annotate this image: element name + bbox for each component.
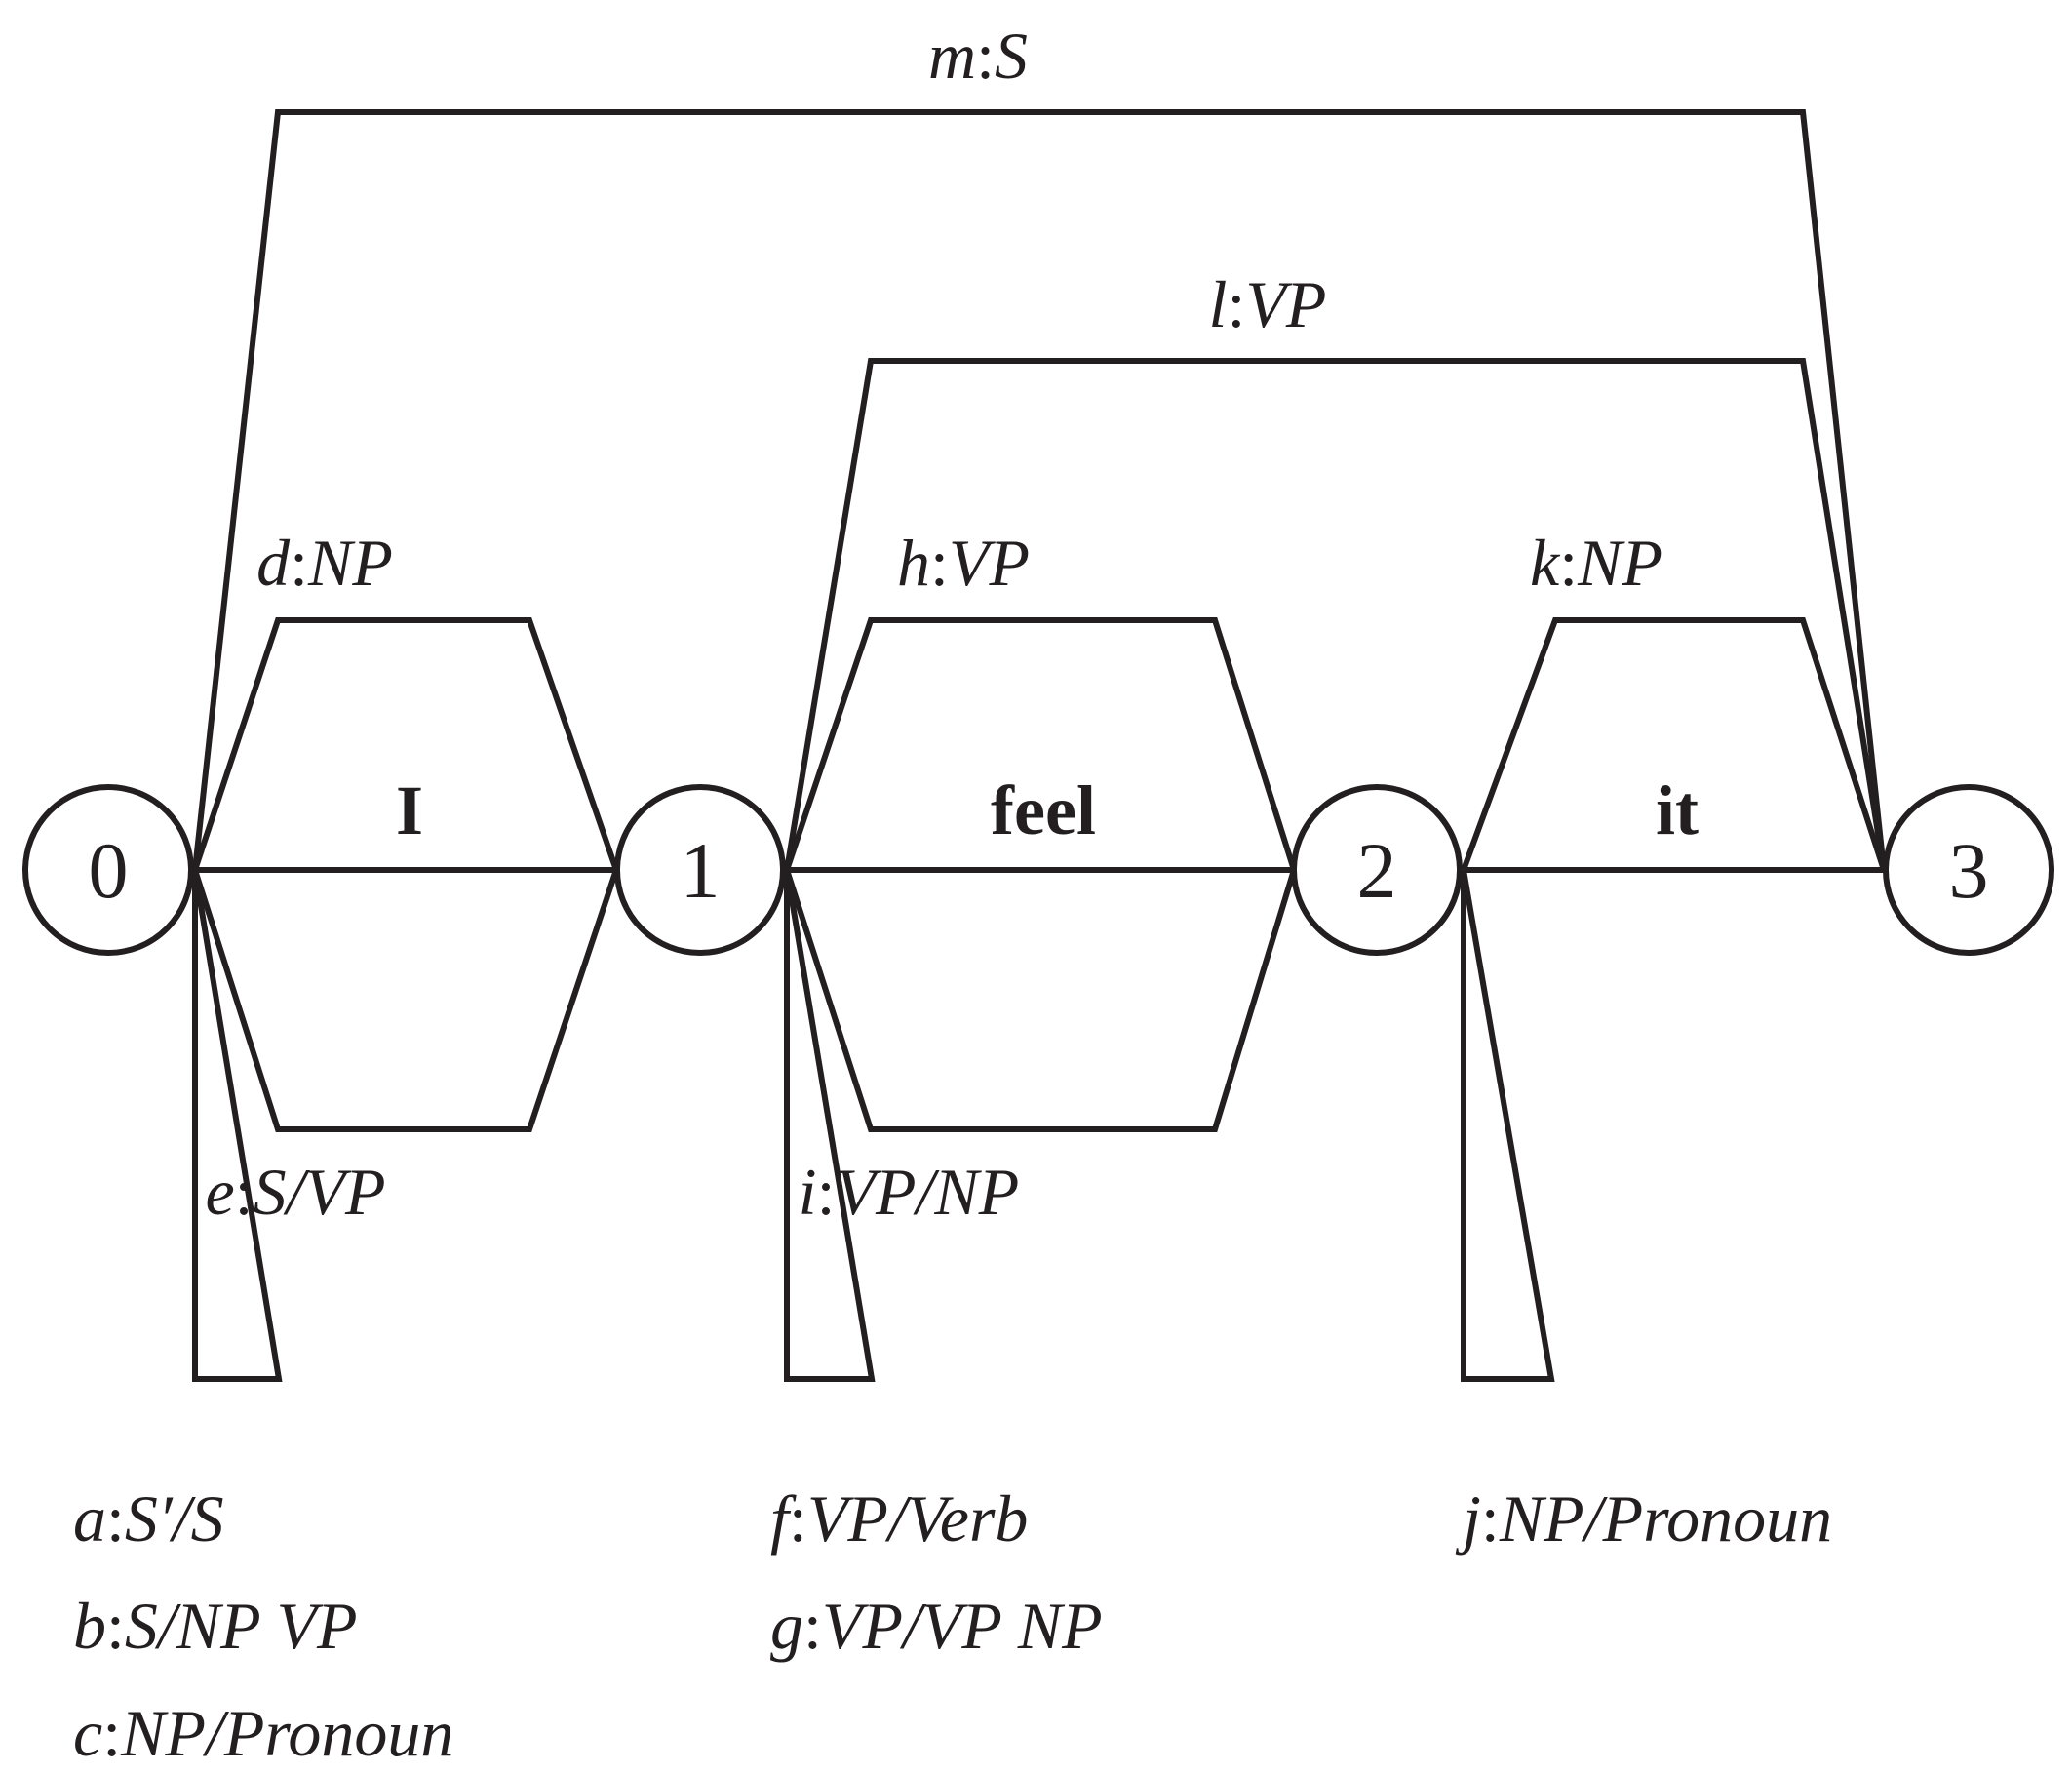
word-label-w1: I	[396, 771, 423, 849]
edge-f	[784, 869, 876, 1382]
edge-category-m: S	[995, 19, 1028, 93]
node-3: 3	[1883, 784, 2054, 956]
edge-letter-g: g	[770, 1589, 803, 1663]
edge-colon-d: :	[290, 526, 308, 600]
edge-label-l: l:VP	[1209, 267, 1327, 341]
edge-colon-i: :	[817, 1155, 836, 1229]
edge-label-h: h:VP	[897, 526, 1030, 600]
edge-category-f: VP/Verb	[807, 1481, 1029, 1556]
node-1: 1	[614, 784, 786, 956]
edge-letter-k: k	[1530, 526, 1561, 600]
edge-label-i: i:VP/NP	[799, 1155, 1020, 1229]
edge-k	[1461, 617, 1887, 872]
edge-colon-h: :	[930, 526, 949, 600]
edge-label-a: a:S′/S	[73, 1481, 224, 1556]
word-label-w2: feel	[991, 771, 1096, 849]
node-label-2: 2	[1357, 826, 1397, 915]
node-label-3: 3	[1949, 826, 1989, 915]
node-circle-3	[1883, 784, 2054, 956]
edge-colon-e: :	[235, 1155, 254, 1229]
edge-category-k: NP	[1577, 526, 1662, 600]
edge-h	[784, 617, 1297, 871]
edge-letter-l: l	[1209, 267, 1228, 341]
edge-m	[192, 109, 1887, 871]
edge-label-j: j:NP/Pronoun	[1455, 1481, 1832, 1556]
node-label-0: 0	[89, 826, 129, 915]
edge-colon-l: :	[1227, 267, 1245, 341]
word-label-w3: it	[1656, 771, 1699, 849]
edge-letter-c: c	[73, 1696, 102, 1770]
edge-colon-f: :	[789, 1481, 807, 1556]
node-circle-2	[1291, 784, 1463, 956]
edge-category-i: VP/NP	[835, 1155, 1019, 1229]
edge-colon-c: :	[102, 1696, 121, 1770]
node-2: 2	[1291, 784, 1463, 956]
edge-category-g: VP/VP NP	[822, 1589, 1103, 1663]
edge-category-e: S/VP	[254, 1155, 386, 1229]
edge-colon-m: :	[976, 19, 995, 93]
edge-category-d: NP	[307, 526, 393, 600]
edge-d	[192, 617, 619, 871]
edge-letter-d: d	[256, 526, 291, 600]
edge-e	[192, 869, 619, 1132]
edge-colon-b: :	[106, 1589, 125, 1663]
edge-j	[1461, 869, 1555, 1382]
edge-letter-m: m	[928, 19, 976, 93]
edge-label-c: c:NP/Pronoun	[73, 1696, 453, 1770]
edge-category-b: S/NP VP	[125, 1589, 358, 1663]
edge-a	[192, 869, 283, 1382]
edge-letter-i: i	[799, 1155, 817, 1229]
nodes-layer: 0 1 2 3	[22, 784, 2054, 956]
edge-i	[784, 869, 1297, 1132]
edge-category-h: VP	[949, 526, 1030, 600]
edge-letter-a: a	[73, 1481, 106, 1556]
edge-label-m: m:S	[928, 19, 1028, 93]
edge-label-d: d:NP	[256, 526, 393, 600]
edge-category-j: NP/Pronoun	[1499, 1481, 1832, 1556]
edge-label-b: b:S/NP VP	[73, 1589, 358, 1663]
edge-letter-h: h	[897, 526, 930, 600]
edge-label-g: g:VP/VP NP	[770, 1589, 1103, 1663]
edge-l	[784, 358, 1887, 871]
edge-letter-b: b	[73, 1589, 106, 1663]
edge-colon-j: :	[1481, 1481, 1500, 1556]
node-0: 0	[22, 784, 194, 956]
node-circle-0	[22, 784, 194, 956]
edge-label-e: e:S/VP	[205, 1155, 385, 1229]
edge-category-c: NP/Pronoun	[120, 1696, 453, 1770]
edges-layer	[192, 109, 1887, 1382]
edge-label-f: f:VP/Verb	[770, 1481, 1028, 1556]
edge-letter-j: j	[1455, 1481, 1481, 1556]
edge-colon-g: :	[803, 1589, 822, 1663]
edge-letter-e: e	[205, 1155, 234, 1229]
edge-colon-a: :	[106, 1481, 125, 1556]
node-circle-1	[614, 784, 786, 956]
node-label-1: 1	[681, 826, 721, 915]
edge-category-a: S′/S	[125, 1481, 224, 1556]
edge-category-l: VP	[1245, 267, 1326, 341]
edge-label-k: k:NP	[1530, 526, 1662, 600]
edge-colon-k: :	[1559, 526, 1578, 600]
